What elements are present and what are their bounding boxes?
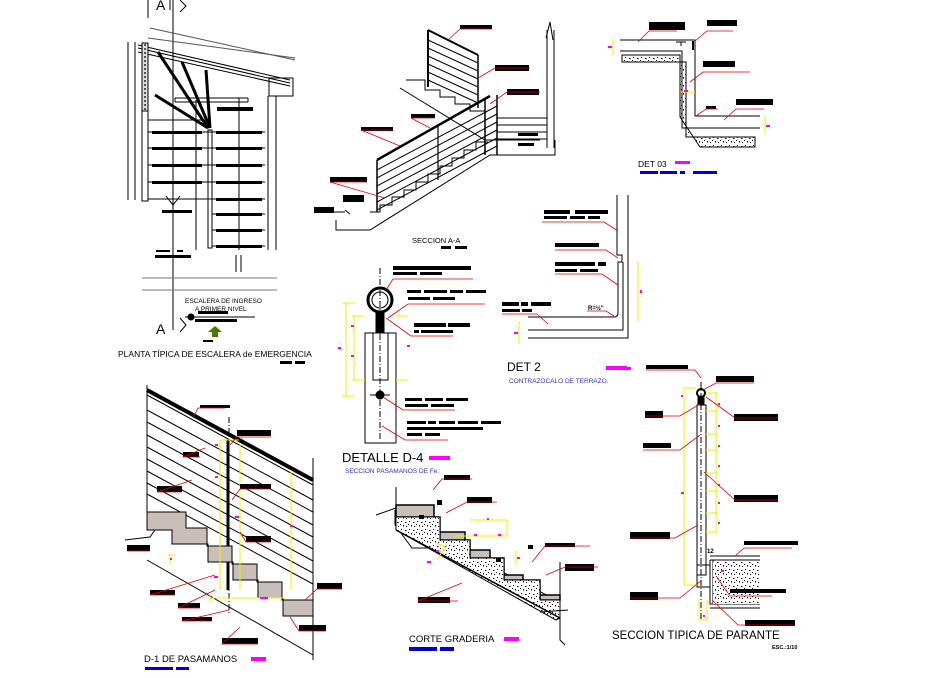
det03-scale-tag: [675, 161, 690, 164]
detalle-d4-title: DETALLE D-4: [342, 450, 423, 465]
section-aa-leaders: [329, 28, 540, 199]
parante-labels: [630, 365, 798, 626]
parante-leaders: [630, 369, 795, 626]
det2-title: DET 2: [507, 360, 541, 374]
green-arrow-icon: [208, 326, 222, 337]
d1-scale-tag: [251, 657, 266, 661]
corte-tags: [427, 518, 520, 563]
d1-labels: [127, 405, 342, 644]
detalle-d4-subtitle: SECCION PASAMANOS DE Fe.: [345, 468, 439, 475]
d1-view: [124, 385, 314, 660]
det03-view: [620, 39, 760, 148]
section-aa-view: [330, 21, 556, 231]
corte-leaders: [417, 478, 598, 602]
det2-view: [528, 195, 629, 339]
plan-marker-top: A: [156, 0, 166, 13]
plan-title: PLANTA TÍPICA DE ESCALERA de EMERGENCIA: [118, 349, 312, 359]
d1-tags: [170, 444, 293, 599]
plan-rail-blocks: [152, 107, 305, 364]
detalle-d4-labels: [393, 266, 501, 436]
parante-dims: [683, 387, 718, 621]
parante-title: SECCION TIPICA DE PARANTE: [612, 630, 780, 642]
det2-leaders: [502, 221, 619, 325]
det03-scale-bar: [640, 171, 717, 174]
d1-dims: [168, 439, 292, 602]
corte-scale-bar: [409, 647, 454, 651]
parante-scale: ESC.:1/10: [772, 645, 797, 651]
section-aa-labels: [314, 25, 539, 249]
plan-note-line1: ESCALERA DE INGRESO: [185, 298, 262, 305]
detalle-d4-view: [364, 268, 397, 444]
section-aa-title: SECCION A-A: [412, 236, 460, 245]
d1-leaders: [127, 407, 342, 645]
d1-title: D-1 DE PASAMANOS: [144, 654, 237, 665]
det03-title: DET 03: [638, 159, 667, 169]
det03-leaders: [637, 30, 764, 121]
detalle-d4-dims: [342, 302, 408, 397]
det2-labels: [502, 210, 608, 312]
corte-title: CORTE GRADERIA: [409, 634, 495, 645]
corte-dims: [435, 519, 517, 565]
corte-labels: [418, 475, 594, 603]
parante-tags: [619, 367, 724, 617]
plan-note-line2: A PRIMER NIVEL: [195, 306, 247, 313]
det03-labels: [649, 20, 773, 109]
detalle-d4-leaders: [381, 278, 485, 441]
detalle-d4-tags: [338, 325, 410, 357]
det2-radius-label: R=½": [588, 305, 604, 312]
det2-scale-tag: [606, 366, 627, 370]
det2-subtitle: CONTRAZOCALO DE TERRAZO.: [509, 378, 609, 385]
plan-marker-bottom: A: [156, 321, 166, 337]
corte-scale-tag: [504, 637, 519, 641]
det03-dims: [608, 38, 770, 134]
d1-scale-bar: [145, 667, 189, 670]
detalle-d4-scale-tag: [429, 456, 450, 460]
parante-dim-label: 12: [707, 549, 714, 555]
corte-graderia-view: [375, 487, 569, 646]
det2-dims: [514, 261, 642, 344]
